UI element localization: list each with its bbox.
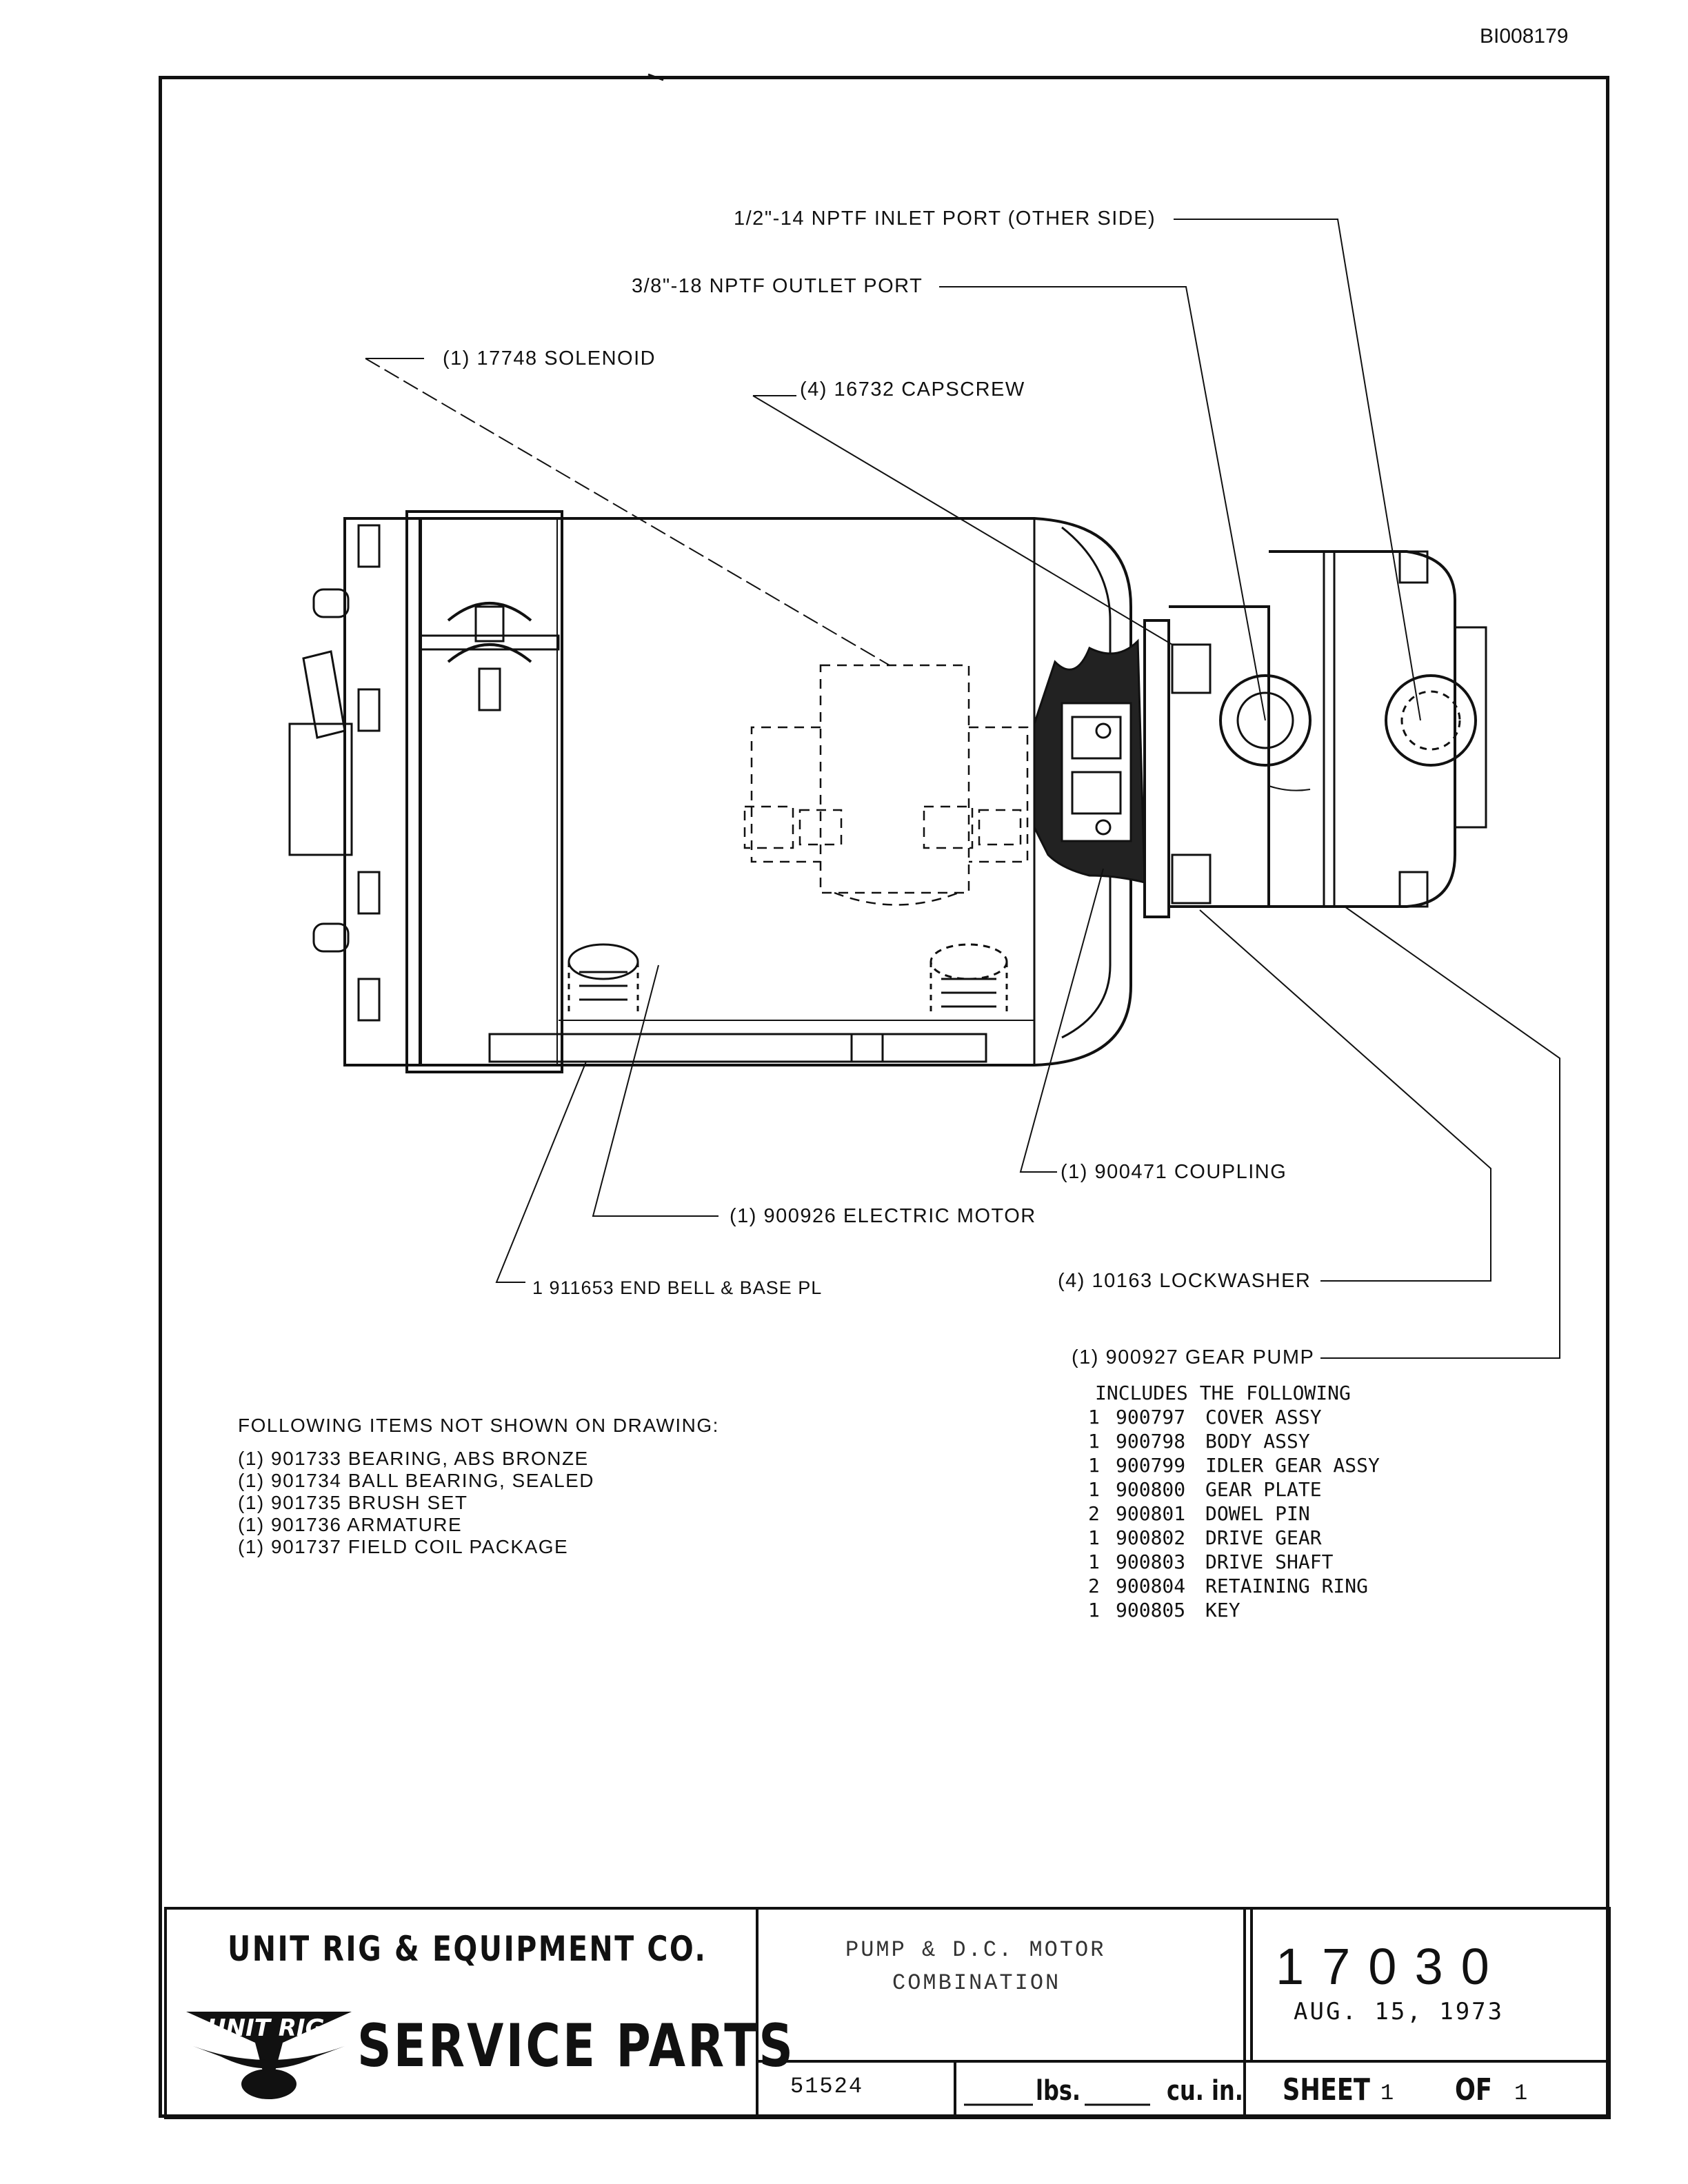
list-item: (1) 901734 BALL BEARING, SEALED bbox=[238, 1470, 595, 1491]
coupling-cutaway bbox=[1033, 638, 1146, 884]
list-item: (1) 901735 BRUSH SET bbox=[238, 1492, 468, 1513]
outlet-port-label: 3/8"-18 NPTF OUTLET PORT bbox=[632, 275, 923, 297]
sheet-total: 1 bbox=[1514, 2081, 1528, 2106]
solenoid-label: (1) 17748 SOLENOID bbox=[443, 347, 656, 370]
lockwasher-label: (4) 10163 LOCKWASHER bbox=[1058, 1270, 1312, 1292]
service-parts-heading: SERVICE PARTS bbox=[357, 2012, 796, 2081]
list-item: (1) 901733 BEARING, ABS BRONZE bbox=[238, 1448, 589, 1469]
leader-lines bbox=[365, 219, 1560, 1359]
items-not-shown-header: FOLLOWING ITEMS NOT SHOWN ON DRAWING: bbox=[238, 1415, 719, 1436]
drawing-date: AUG. 15, 1973 bbox=[1294, 1998, 1505, 2025]
description-line1: PUMP & D.C. MOTOR bbox=[845, 1937, 1106, 1963]
mounting-flange bbox=[1143, 619, 1170, 918]
of-label: OF bbox=[1455, 2072, 1492, 2107]
unit-rig-logo: UNIT RIG bbox=[186, 2012, 352, 2099]
inlet-port-label: 1/2"-14 NPTF INLET PORT (OTHER SIDE) bbox=[734, 208, 1156, 230]
gear-pump-list-header: INCLUDES THE FOLLOWING bbox=[1095, 1382, 1351, 1404]
sheet-number: 1 bbox=[1380, 2081, 1394, 2106]
title-block: UNIT RIG & EQUIPMENT CO. UNIT RIG SERVIC… bbox=[165, 1908, 1609, 2118]
description-line2: COMBINATION bbox=[892, 1970, 1061, 1996]
lbs-label: lbs. bbox=[1036, 2075, 1081, 2107]
weight-code: 51524 bbox=[790, 2074, 864, 2099]
items-not-shown: FOLLOWING ITEMS NOT SHOWN ON DRAWING: (1… bbox=[238, 1415, 719, 1558]
solenoid-hidden bbox=[743, 664, 1029, 906]
drawing-frame bbox=[159, 76, 1609, 2118]
sheet-label: SHEET bbox=[1283, 2072, 1370, 2107]
capscrew-head-top bbox=[1171, 643, 1212, 694]
list-item: (1) 901736 ARMATURE bbox=[238, 1514, 463, 1535]
coupling-label: (1) 900471 COUPLING bbox=[1061, 1161, 1287, 1183]
document-id: BI008179 bbox=[1480, 25, 1569, 48]
weight-blanks bbox=[964, 2103, 1150, 2106]
end-bell-label: 1 911653 END BELL & BASE PL bbox=[532, 1277, 823, 1298]
company-name: UNIT RIG & EQUIPMENT CO. bbox=[228, 1929, 707, 1969]
cu-in-label: cu. in. bbox=[1167, 2075, 1243, 2107]
capscrew-label: (4) 16732 CAPSCREW bbox=[800, 378, 1025, 401]
part-number: 17030 bbox=[1276, 1938, 1507, 1995]
capscrew-head-bottom bbox=[1171, 853, 1212, 904]
gear-pump-label: (1) 900927 GEAR PUMP bbox=[1072, 1346, 1315, 1368]
gear-pump-body bbox=[1169, 550, 1487, 908]
title-block-lines bbox=[164, 1907, 1611, 2119]
electric-motor-body bbox=[288, 510, 1132, 1073]
logo-text: UNIT RIG bbox=[207, 2014, 324, 2042]
electric-motor-label: (1) 900926 ELECTRIC MOTOR bbox=[730, 1205, 1036, 1227]
list-item: (1) 901737 FIELD COIL PACKAGE bbox=[238, 1536, 569, 1557]
